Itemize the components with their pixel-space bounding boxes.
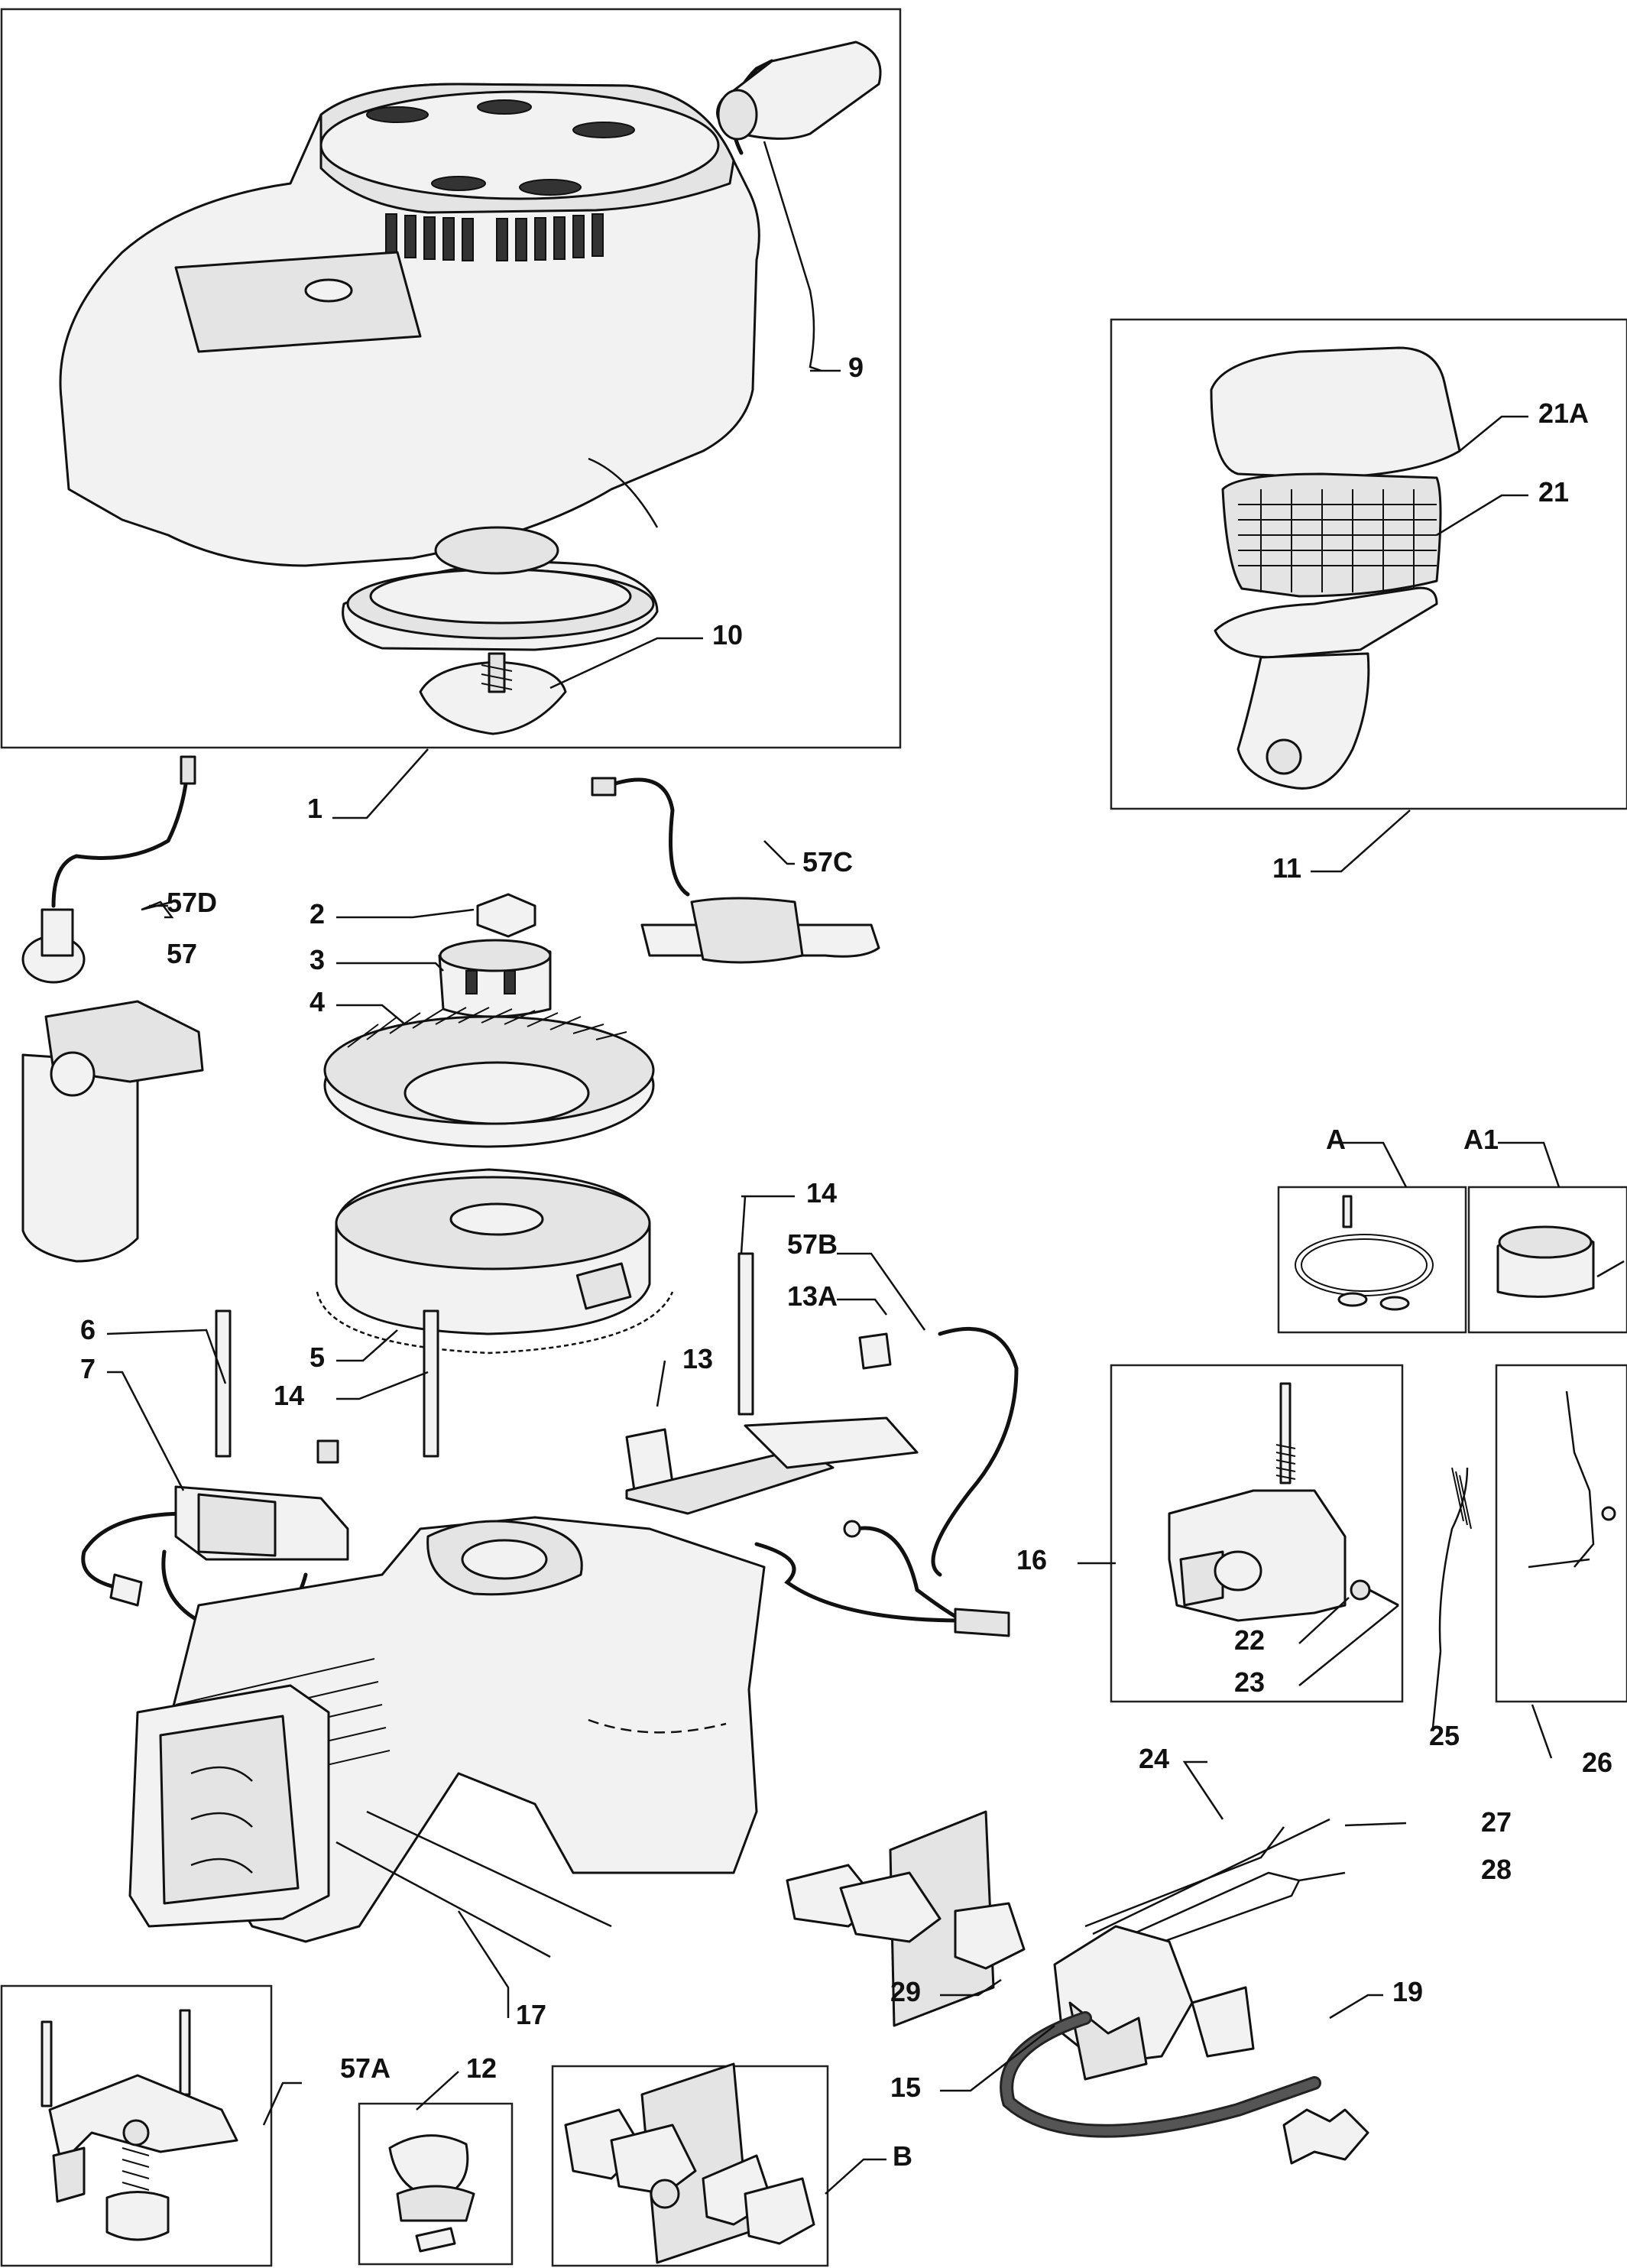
callout-11: 11 [1272, 852, 1301, 884]
frame-starter-kit [0, 1984, 273, 2267]
callout-57a: 57A [340, 2052, 391, 2084]
part-12-cam [388, 2134, 475, 2253]
carburetor-assembly [786, 1810, 1369, 2165]
diagram-frames [0, 8, 1627, 2267]
callout-12: 12 [466, 2052, 497, 2084]
callout-7: 7 [80, 1353, 96, 1384]
flywheel-assembly [316, 893, 674, 1355]
callout-10: 10 [712, 619, 743, 651]
callout-21a: 21A [1538, 397, 1589, 429]
callout-22: 22 [1234, 1624, 1265, 1656]
gasket-set-B [564, 2062, 815, 2264]
linkage-26-25 [1438, 1390, 1616, 1652]
frame-governor [1110, 1364, 1404, 1703]
callout-labels: 1 2 3 4 5 6 7 9 10 11 12 13 13A 14 14 15… [80, 352, 1612, 2172]
callout-17: 17 [516, 1999, 546, 2030]
callout-57: 57 [167, 938, 197, 969]
callout-1: 1 [307, 793, 322, 824]
callout-13: 13 [682, 1343, 713, 1374]
frame-linkage [1495, 1364, 1627, 1703]
callout-21: 21 [1538, 476, 1569, 508]
starter-pawl [419, 652, 567, 735]
callout-15: 15 [890, 2072, 921, 2103]
callout-14a: 14 [806, 1177, 837, 1209]
callout-24: 24 [1139, 1743, 1169, 1774]
frame-A [1277, 1186, 1467, 1334]
frame-B [551, 2065, 829, 2267]
callout-25: 25 [1429, 1720, 1460, 1751]
callout-19: 19 [1392, 1976, 1423, 2007]
callout-14b: 14 [274, 1380, 304, 1411]
recoil-starter-housing [59, 83, 760, 651]
callout-4: 4 [310, 986, 325, 1017]
starter-motor [21, 755, 204, 1263]
air-filter-assembly [1210, 346, 1461, 790]
callout-57c: 57C [802, 846, 853, 878]
callout-23: 23 [1234, 1666, 1265, 1698]
detail-A-A1 [1295, 1195, 1625, 1311]
callout-6: 6 [80, 1314, 96, 1345]
governor-bracket [1168, 1382, 1399, 1622]
studs-and-coil [81, 1252, 754, 1631]
callout-57d: 57D [167, 887, 217, 918]
callout-A: A [1326, 1124, 1346, 1155]
callout-13a: 13A [787, 1280, 838, 1312]
callout-28: 28 [1481, 1854, 1512, 1885]
engine-block [128, 1516, 766, 1958]
callout-B: B [893, 2140, 912, 2172]
callout-3: 3 [310, 944, 325, 975]
frame-A1 [1467, 1186, 1627, 1334]
callout-5: 5 [310, 1342, 325, 1373]
starter-kit-57a [41, 2009, 238, 2241]
callout-2: 2 [310, 898, 325, 930]
frame-12 [358, 2102, 514, 2266]
starter-handle [716, 41, 882, 372]
leader-lines [106, 369, 1561, 2195]
callout-27: 27 [1481, 1806, 1512, 1838]
callout-26: 26 [1582, 1747, 1612, 1778]
harness-57c [591, 777, 880, 964]
frame-air-filter [1110, 318, 1627, 810]
frame-recoil-starter [0, 8, 902, 749]
callout-57b: 57B [787, 1228, 838, 1260]
callout-29: 29 [890, 1976, 921, 2007]
callout-A1: A1 [1463, 1124, 1499, 1155]
callout-9: 9 [848, 352, 864, 383]
switch-and-harness [625, 1326, 1019, 1637]
callout-16: 16 [1016, 1544, 1047, 1575]
